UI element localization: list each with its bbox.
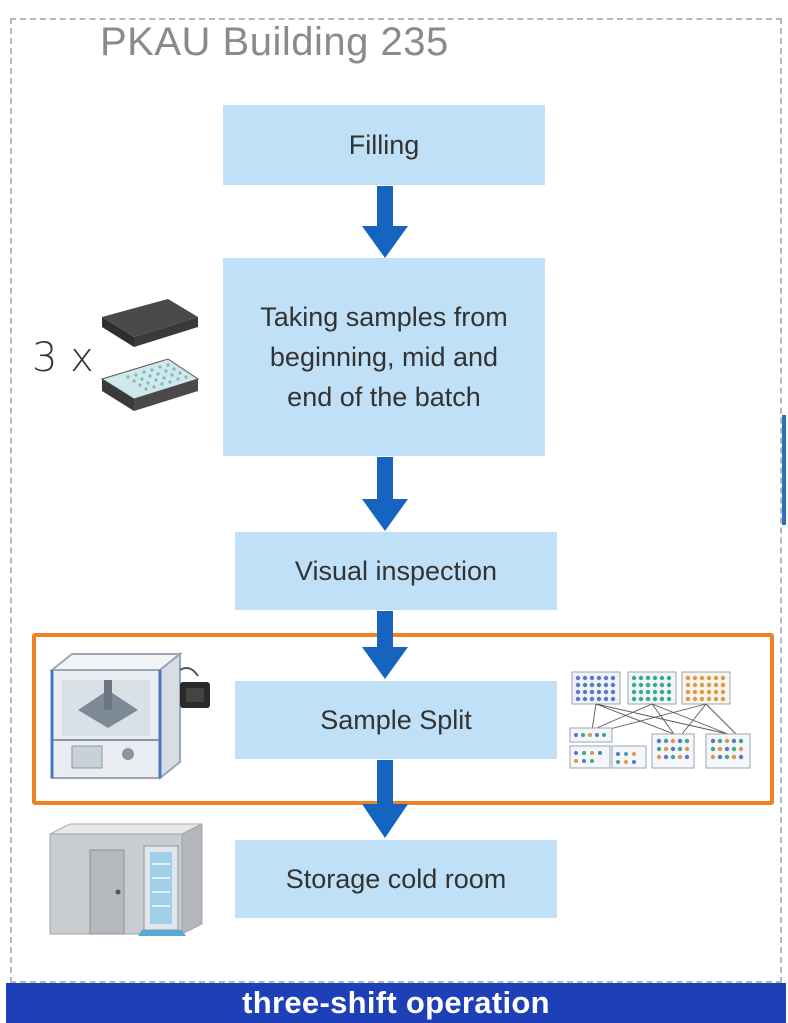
step-sample-split: Sample Split	[235, 681, 557, 759]
step-taking-samples: Taking samples from beginning, mid and e…	[223, 258, 545, 456]
step-filling-label: Filling	[348, 130, 420, 160]
step-storage-cold-room-label: Storage cold room	[285, 864, 507, 894]
step-sample-split-label: Sample Split	[320, 705, 472, 735]
arrow-down-icon	[362, 457, 408, 531]
step-visual-inspection: Visual inspection	[235, 532, 557, 610]
arrow-down-icon	[362, 611, 408, 679]
plate-with-lid-icon	[100, 299, 200, 411]
cold-room-icon	[49, 823, 203, 936]
sample-split-highlight	[32, 633, 774, 805]
step-taking-samples-label: Taking samples from beginning, mid and e…	[260, 302, 508, 412]
building-frame: PKAU Building 235	[10, 18, 782, 983]
plate-multiplier: 3 x	[32, 335, 94, 381]
footer-shift-operation: three-shift operation	[6, 983, 786, 1023]
step-filling: Filling	[223, 105, 545, 185]
frame-title: PKAU Building 235	[92, 22, 457, 62]
side-edge-mark	[782, 415, 786, 525]
step-storage-cold-room: Storage cold room	[235, 840, 557, 918]
arrow-down-icon	[362, 186, 408, 258]
footer-shift-operation-label: three-shift operation	[242, 985, 550, 1020]
step-visual-inspection-label: Visual inspection	[294, 556, 498, 586]
plate-split-scheme-icon	[569, 671, 751, 769]
arrow-down-icon	[362, 760, 408, 838]
automated-sample-splitter-icon	[49, 651, 210, 781]
